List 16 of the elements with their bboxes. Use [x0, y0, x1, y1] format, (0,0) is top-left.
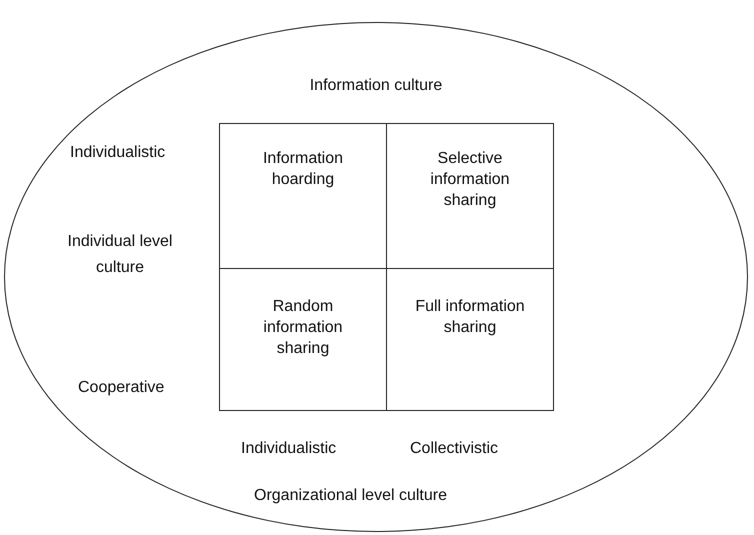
quadrant-label: Information hoarding: [262, 149, 344, 190]
quadrant-cell: [219, 268, 387, 411]
quadrant-label: Full information sharing: [414, 297, 526, 338]
axis-label: Individualistic: [241, 439, 336, 459]
axis-label: Collectivistic: [410, 439, 498, 459]
axis-label: Cooperative: [78, 378, 164, 398]
quadrant-cell: [219, 123, 387, 269]
ellipse-title: Information culture: [308, 77, 444, 95]
quadrant-cell: [386, 268, 554, 411]
quadrant-cell: [386, 123, 554, 269]
culture-ellipse: [4, 22, 748, 532]
axis-label: Organizational level culture: [254, 486, 447, 506]
axis-label: Individualistic: [70, 143, 166, 163]
quadrant-label: Selective information sharing: [429, 149, 511, 211]
quadrant-label: Random information sharing: [262, 297, 344, 359]
axis-label: Individual level culture: [66, 232, 174, 278]
